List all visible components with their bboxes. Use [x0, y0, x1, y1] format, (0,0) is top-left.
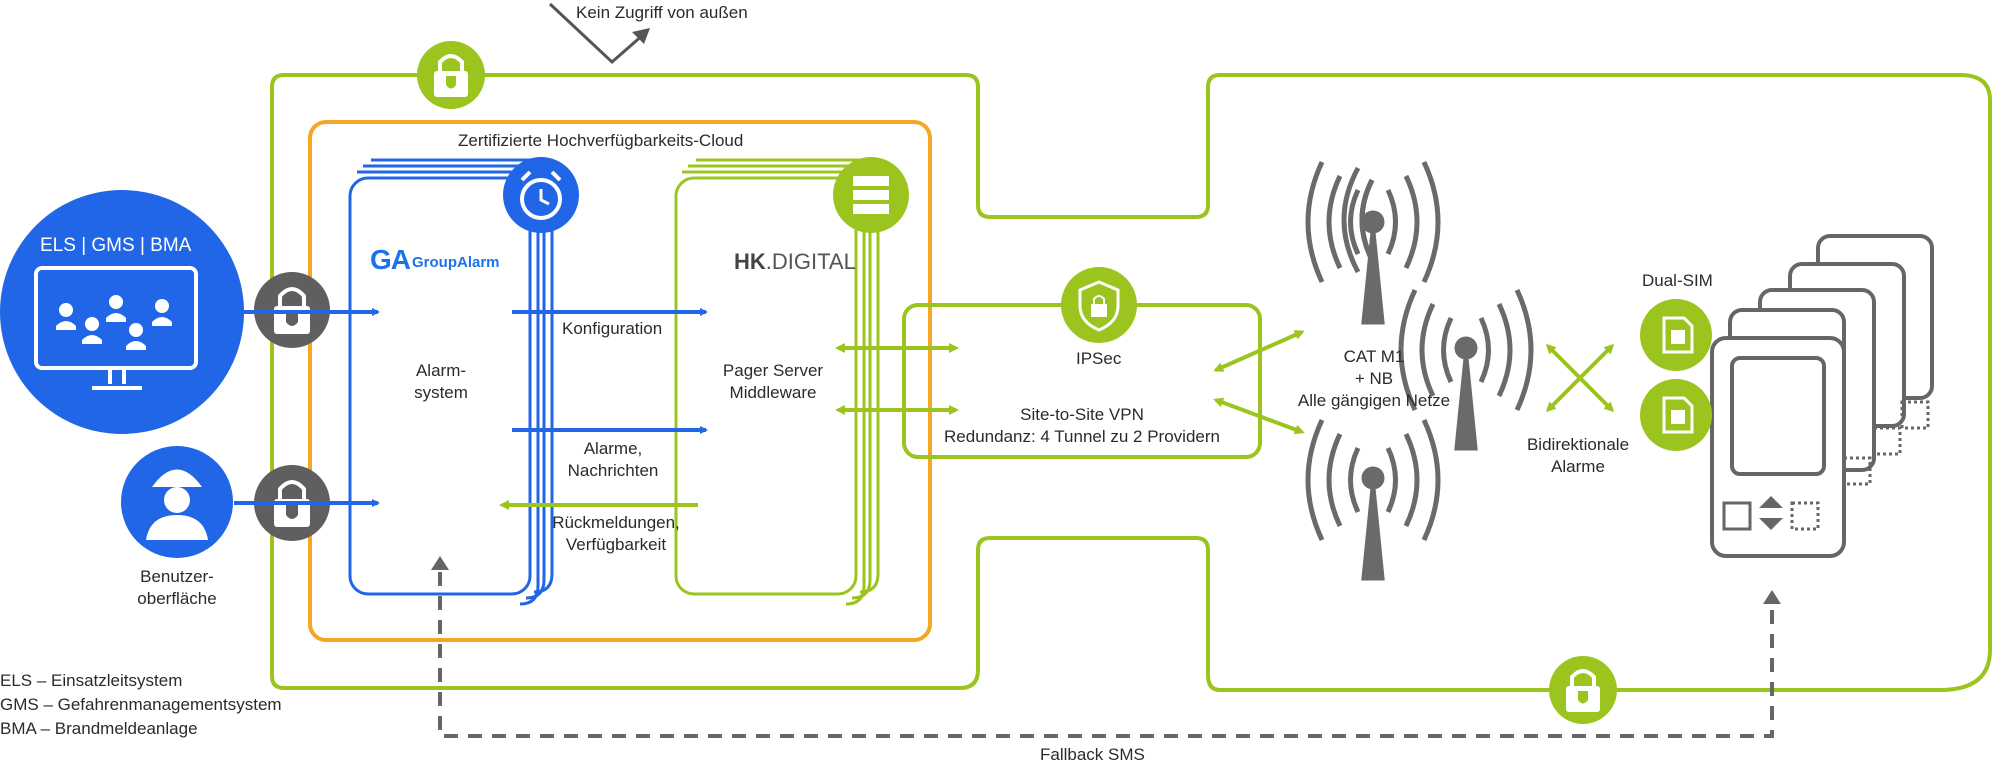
alarm-line-1: Alarm- — [415, 361, 467, 380]
els-gms-bma-label: ELS | GMS | BMA — [40, 235, 192, 256]
vpn-line-2: Redundanz: 4 Tunnel zu 2 Providern — [944, 427, 1220, 446]
user-interface-icon — [121, 446, 233, 558]
ipsec-label: IPSec — [1076, 349, 1122, 368]
network-label: CAT M1 + NB Alle gängigen Netze — [1284, 346, 1464, 412]
vpn-antenna-arrow-1 — [1213, 330, 1305, 372]
benutzer-line-1: Benutzer- — [140, 567, 214, 586]
alarme-line-1: Alarme, — [583, 439, 643, 458]
secure-boundary-left — [270, 73, 1992, 692]
sim-card-icon-1 — [1640, 299, 1712, 371]
alarm-clock-icon — [503, 157, 579, 233]
sim-card-icon-2 — [1640, 379, 1712, 451]
legend-gms: GMS – Gefahrenmanagementsystem — [0, 695, 282, 714]
alarme-line-2: Nachrichten — [567, 461, 659, 480]
rueck-line-2: Verfügbarkeit — [565, 535, 667, 554]
groupalarm-logo-name: GroupAlarm — [412, 254, 500, 271]
fallback-sms-label: Fallback SMS — [1040, 745, 1145, 764]
no-access-arrow — [548, 2, 650, 65]
hk-logo-suffix: .DIGITAL — [765, 249, 856, 274]
alarm-system-label: Alarm- system — [386, 360, 496, 404]
bidirectional-label: Bidirektionale Alarme — [1512, 434, 1644, 478]
cloud-boundary — [308, 120, 932, 642]
bidir-line-2: Alarme — [1551, 457, 1605, 476]
alarm-line-2: system — [414, 383, 468, 402]
pager-server-label: Pager Server Middleware — [704, 360, 842, 404]
fallback-arrowhead-left — [431, 556, 449, 570]
cat-line-3: Alle gängigen Netze — [1297, 391, 1451, 410]
hk-logo-prefix: HK — [734, 249, 766, 274]
bidir-line-1: Bidirektionale — [1526, 435, 1630, 454]
legend-els: ELS – Einsatzleitsystem — [0, 671, 183, 690]
bidir-arrow-2 — [1545, 343, 1615, 413]
no-access-label: Kein Zugriff von außen — [576, 3, 748, 22]
vpn-line-1: Site-to-Site VPN — [1020, 405, 1144, 424]
hk-digital-logo: HK.DIGITAL — [734, 249, 856, 275]
monitor-icon — [0, 190, 244, 434]
dual-sim-label: Dual-SIM — [1642, 271, 1713, 290]
fallback-sms-line — [438, 572, 1774, 738]
server-icon — [833, 157, 909, 233]
vpn-label: Site-to-Site VPN Redundanz: 4 Tunnel zu … — [934, 404, 1230, 448]
cat-line-1: CAT M1 — [1343, 347, 1405, 366]
green-lock-icon-bottom — [1549, 656, 1617, 724]
konfiguration-label: Konfiguration — [562, 319, 663, 338]
cloud-label: Zertifizierte Hochverfügbarkeits-Cloud — [458, 131, 744, 150]
rueckmeldungen-label: Rückmeldungen, Verfügbarkeit — [548, 512, 684, 556]
green-lock-icon-top — [417, 41, 485, 109]
pager-line-1: Pager Server — [722, 361, 824, 380]
benutzer-label: Benutzer- oberfläche — [120, 566, 234, 610]
pager-line-2: Middleware — [729, 383, 817, 402]
legend-bma: BMA – Brandmeldeanlage — [0, 719, 198, 738]
cat-line-2: + NB — [1354, 369, 1394, 388]
vpn-antenna-arrow-2 — [1213, 397, 1305, 435]
groupalarm-logo-mark: GA — [370, 244, 411, 275]
rueck-line-1: Rückmeldungen, — [552, 513, 680, 532]
antenna-icon-top — [1341, 166, 1375, 274]
alarme-label: Alarme, Nachrichten — [560, 438, 666, 482]
fallback-arrowhead-right — [1763, 590, 1781, 604]
pager-device-stack — [1710, 234, 1934, 558]
benutzer-line-2: oberfläche — [137, 589, 217, 608]
ipsec-shield-icon — [1061, 267, 1137, 343]
